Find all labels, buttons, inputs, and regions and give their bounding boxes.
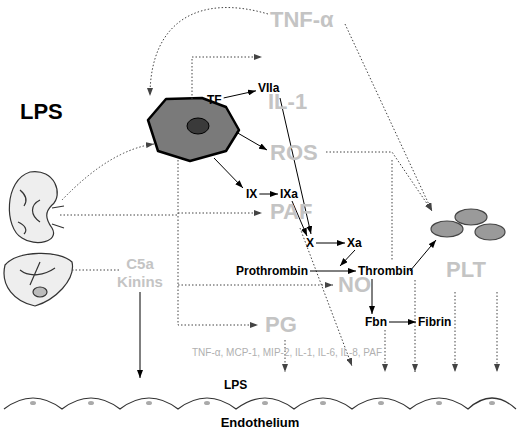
- mediator-label: PG: [265, 314, 297, 336]
- reaction-arrow: [389, 322, 416, 323]
- node-text: Fbn: [365, 315, 387, 329]
- node-text: IL-1: [268, 89, 307, 114]
- node-text: C5a Kinins: [117, 255, 163, 290]
- node-text: ROS: [270, 140, 318, 165]
- platelet-cluster: [431, 209, 505, 240]
- mediator-label: NO: [338, 274, 371, 296]
- node-text: LPS: [224, 378, 247, 392]
- lps-label: LPS: [20, 101, 63, 123]
- band-title: Endothelium: [0, 416, 520, 429]
- factor-label: X: [306, 237, 314, 249]
- factor-label: Fibrin: [418, 316, 451, 328]
- node-text: IX: [246, 187, 257, 201]
- node-text: TF: [207, 93, 222, 107]
- factor-label: TF: [207, 94, 222, 106]
- node-text: PG: [265, 312, 297, 337]
- factor-label: IXa: [280, 188, 298, 200]
- node-text: TNF-α: [270, 7, 334, 32]
- node-text: NO: [338, 272, 371, 297]
- node-text: X: [306, 236, 314, 250]
- platelet-label: PLT: [446, 259, 486, 281]
- node-text: LPS: [20, 99, 63, 124]
- macrophage-cell: [148, 98, 239, 161]
- organ-mediator-label: C5a Kinins: [112, 255, 168, 291]
- factor-label: IX: [246, 188, 257, 200]
- liver-illustration: [4, 253, 72, 306]
- lps-label: LPS: [224, 379, 247, 391]
- factor-label: Xa: [347, 237, 362, 249]
- kidney-illustration: [9, 172, 64, 243]
- node-text: Xa: [347, 236, 362, 250]
- node-text: IXa: [280, 187, 298, 201]
- cytokine-label: TNF-α: [270, 9, 334, 31]
- node-text: PAF: [270, 199, 312, 224]
- node-text: Prothrombin: [236, 264, 308, 278]
- node-text: Fibrin: [418, 315, 451, 329]
- node-text: PLT: [446, 257, 486, 282]
- reaction-arrow: [316, 243, 345, 244]
- reaction-path: [140, 98, 436, 378]
- reaction-arrow: [259, 194, 278, 195]
- mediator-label: ROS: [270, 142, 318, 164]
- factor-label: Fbn: [365, 316, 387, 328]
- factor-label: Prothrombin: [236, 265, 308, 277]
- signal-path: [60, 8, 497, 372]
- endothelium-band: Endothelium: [0, 385, 520, 432]
- reaction-arrow: [224, 91, 256, 98]
- cytokine-label: IL-1: [268, 91, 307, 113]
- reaction-arrow: [310, 271, 356, 272]
- cytokine-list: TNF-α, MCP-1, MIP-2, IL-1, IL-6, IL-8, P…: [192, 348, 382, 358]
- mediator-label: PAF: [270, 201, 312, 223]
